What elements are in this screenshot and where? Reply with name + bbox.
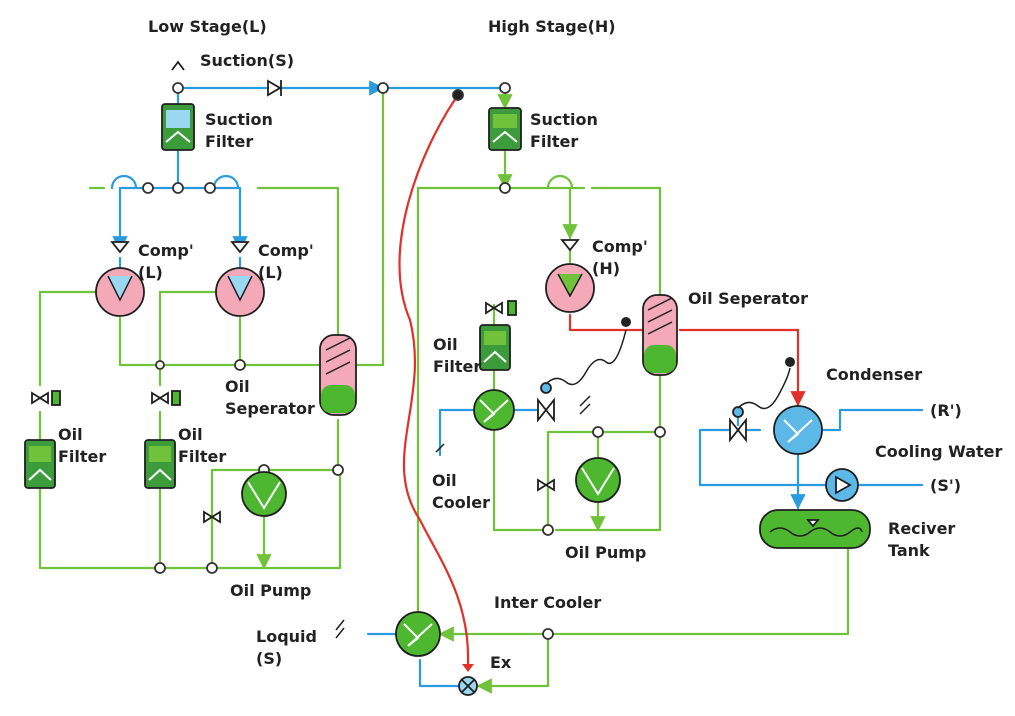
compressor-inlet-valves: [110, 239, 580, 254]
oil-separator-low: [319, 334, 357, 416]
liquid-label-2: (S): [256, 649, 282, 668]
oil-pump-low-label: Oil Pump: [230, 581, 311, 600]
labels: Low Stage(L) High Stage(H) Suction(S) Su…: [58, 17, 1002, 672]
suction-filter-low-label: Suction: [205, 110, 273, 129]
comp-h-label: Comp': [592, 237, 648, 256]
high-stage-label: High Stage(H): [488, 17, 616, 36]
discharge-lines: [398, 93, 806, 666]
oil-sep-low-label-2: Seperator: [225, 399, 315, 418]
oil-filter-l1: [24, 390, 61, 489]
suction-filter-high-label-2: Filter: [530, 132, 578, 151]
inter-cooler: [395, 611, 441, 657]
oil-filter-high: [479, 300, 517, 371]
suction-filter-low-label-2: Filter: [205, 132, 253, 151]
comp-l2-label-2: (L): [258, 263, 283, 282]
oil-filter-h-label: Oil: [433, 335, 458, 354]
oil-cooler-label-2: Cooler: [432, 493, 490, 512]
junction-nodes: [142, 82, 666, 640]
suction-filter-high-label: Suction: [530, 110, 598, 129]
expansion-valve: [458, 664, 478, 696]
cooling-water-pump: [825, 468, 859, 502]
condenser: [729, 357, 823, 455]
oil-filter-l2-label: Oil: [178, 425, 203, 444]
oil-pump-high: [537, 457, 621, 503]
low-stage-label: Low Stage(L): [148, 17, 267, 36]
oil-filter-l2-label-2: Filter: [178, 447, 226, 466]
suction-label: Suction(S): [200, 51, 294, 70]
oil-sep-low-label: Oil: [225, 377, 250, 396]
cooling-water-label: Cooling Water: [875, 442, 1002, 461]
comp-h-label-2: (H): [592, 259, 620, 278]
oil-sep-high-label: Oil Seperator: [688, 289, 808, 308]
condenser-label: Condenser: [826, 365, 922, 384]
oil-lines: [38, 86, 850, 694]
ex-label: Ex: [490, 653, 512, 672]
receiver-tank: [759, 509, 871, 549]
oil-cooler-label: Oil: [432, 471, 457, 490]
liquid-label: Loquid: [256, 627, 317, 646]
suction-lines: [110, 80, 924, 688]
suction-filter-high: [488, 107, 522, 151]
compressor-high: [545, 263, 595, 313]
sensor-lines: [335, 317, 791, 639]
oil-filter-l1-label: Oil: [58, 425, 83, 444]
oil-cooler: [473, 382, 555, 431]
suction-check-valve: [171, 60, 282, 97]
s-prime-label: (S'): [930, 476, 961, 495]
receiver-label-2: Tank: [888, 541, 930, 560]
receiver-label: Reciver: [888, 519, 955, 538]
comp-l2-label: Comp': [258, 241, 314, 260]
oil-pump-low: [203, 471, 287, 524]
oil-filter-l2: [144, 390, 181, 489]
oil-filter-l1-label-2: Filter: [58, 447, 106, 466]
r-prime-label: (R'): [930, 401, 962, 420]
comp-l1-label: Comp': [138, 241, 194, 260]
suction-filter-low: [161, 103, 195, 151]
compressor-low-1: [95, 267, 145, 317]
comp-l1-label-2: (L): [138, 263, 163, 282]
compressor-low-2: [215, 267, 265, 317]
oil-pump-high-label: Oil Pump: [565, 543, 646, 562]
inter-cooler-label: Inter Cooler: [494, 593, 601, 612]
oil-separator-high: [642, 294, 678, 376]
oil-filter-h-label-2: Filter: [433, 357, 481, 376]
